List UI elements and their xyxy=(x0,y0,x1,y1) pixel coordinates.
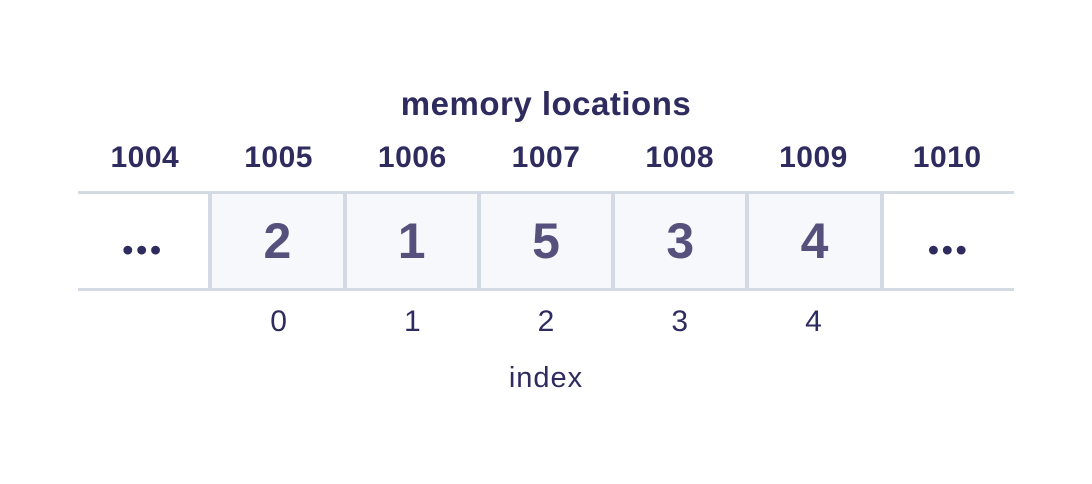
index-label-empty xyxy=(78,302,212,342)
ellipsis-dots: ••• xyxy=(122,232,164,267)
memory-cell: 2 xyxy=(208,194,343,288)
cell-value: 1 xyxy=(397,213,426,269)
index-label: 1 xyxy=(403,305,421,338)
memory-cell: 4 xyxy=(745,194,880,288)
address-label: 1010 xyxy=(912,141,982,174)
index-axis-label: index xyxy=(508,362,584,394)
memory-cell: 3 xyxy=(611,194,746,288)
index-label: 0 xyxy=(270,305,287,338)
address-row: 1004 1005 1006 1007 1008 1009 1010 xyxy=(78,138,1014,178)
cell-value: 2 xyxy=(263,213,292,269)
cell-value: 4 xyxy=(800,213,829,269)
index-label: 3 xyxy=(671,305,689,338)
memory-cell: 5 xyxy=(476,194,612,288)
index-label-empty xyxy=(880,302,1014,342)
memory-cell-ellipsis: ••• xyxy=(78,194,208,288)
address-label: 1006 xyxy=(377,141,447,174)
cell-value: 5 xyxy=(532,213,560,269)
address-label: 1009 xyxy=(779,141,848,174)
index-label: 2 xyxy=(537,305,555,338)
address-label: 1007 xyxy=(511,141,581,174)
index-row: 0 1 2 3 4 xyxy=(78,302,1014,342)
memory-cell-ellipsis: ••• xyxy=(879,194,1014,288)
cell-value: 3 xyxy=(666,213,695,269)
address-label: 1004 xyxy=(110,141,180,174)
index-label: 4 xyxy=(805,305,822,338)
memory-cell: 1 xyxy=(342,194,477,288)
address-label: 1008 xyxy=(645,141,715,174)
memory-row: ••• 2 1 5 3 4 ••• xyxy=(78,191,1014,291)
ellipsis-dots: ••• xyxy=(928,232,970,267)
address-label: 1005 xyxy=(244,141,313,174)
diagram-title: memory locations xyxy=(400,85,692,122)
